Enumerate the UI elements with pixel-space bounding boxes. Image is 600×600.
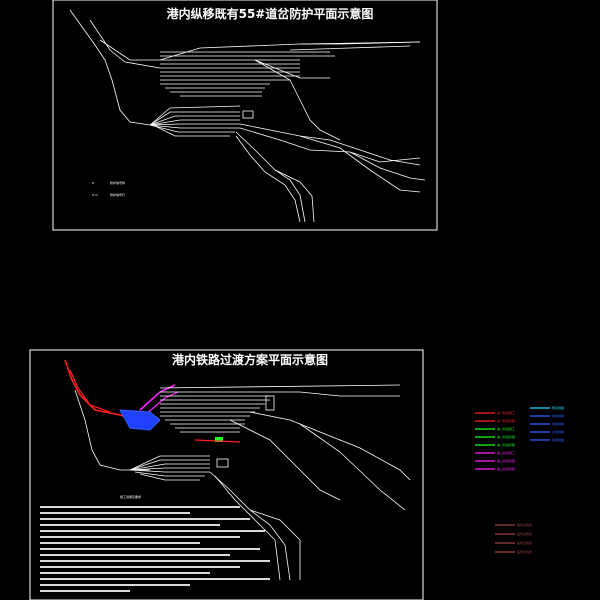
- note-line-9: [40, 554, 230, 556]
- top-legend: H 防护信号牌 H-O 防护信号灯: [92, 180, 125, 197]
- legend-label: 第二阶段封锁: [497, 434, 515, 439]
- top-drawing-frame: [52, 0, 438, 231]
- note-line-13: [40, 578, 270, 580]
- top-legend-symbol-2: H-O: [92, 193, 98, 197]
- middle-yard: [149, 105, 254, 137]
- legend-label: 拆除线路: [552, 421, 564, 426]
- green-stage2-marker: [215, 437, 223, 442]
- note-line-7: [40, 542, 200, 544]
- bottom-upper-yard: [159, 384, 401, 433]
- bottom-middle-yard: [129, 455, 229, 481]
- bottom-drawing-frame: [29, 349, 424, 600]
- blue-work-area: [119, 409, 161, 431]
- legend-label: 过渡线路: [552, 429, 564, 434]
- bottom-drawing-title: 港内铁路过渡方案平面示意图: [172, 352, 328, 367]
- legend-label: 既有线路: [552, 405, 564, 410]
- top-drawing: 港内纵移既有55#道岔防护平面示意图: [52, 0, 438, 231]
- legend-label: 临时过渡线: [517, 522, 532, 527]
- legend-label: 第一阶段施工: [497, 410, 515, 415]
- legend-label: 第二阶段拆除: [497, 442, 515, 447]
- track-left-approach: [69, 9, 151, 126]
- legend-label: 第一阶段封锁: [497, 418, 515, 423]
- note-line-11: [40, 566, 240, 568]
- red-line-yard: [194, 439, 241, 443]
- bottom-left-approach: [74, 389, 150, 471]
- right-lower-tracks: [235, 59, 426, 223]
- legend-label: 临时过渡线: [517, 549, 532, 554]
- magenta-stage3-line-2: [144, 391, 179, 416]
- note-line-6: [40, 536, 240, 538]
- note-line-10: [40, 560, 270, 562]
- bottom-right-tracks: [209, 411, 411, 581]
- note-line-4: [40, 524, 220, 526]
- note-line-8: [40, 548, 260, 550]
- top-drawing-title: 港内纵移既有55#道岔防护平面示意图: [167, 6, 374, 21]
- legend-label: 第三阶段封锁: [497, 458, 515, 463]
- top-legend-label-2: 防护信号灯: [110, 192, 125, 197]
- red-stage1-line: [64, 359, 131, 419]
- notes-heading: 施工说明及要求: [120, 494, 141, 499]
- color-legend-panel: 第一阶段施工第一阶段封锁第二阶段施工第二阶段封锁第二阶段拆除第三阶段施工第三阶段…: [475, 405, 564, 554]
- upper-yard: [160, 41, 421, 97]
- note-line-15: [40, 590, 130, 592]
- top-legend-label-1: 防护信号牌: [110, 180, 125, 185]
- note-line-5: [40, 530, 265, 532]
- note-line-1: [40, 506, 240, 508]
- construction-notes: 施工说明及要求: [40, 494, 270, 592]
- legend-label: 临时过渡线: [517, 540, 532, 545]
- red-stage1-line-2: [69, 369, 111, 413]
- legend-label: 第三阶段施工: [497, 450, 515, 455]
- track-left-branch: [89, 19, 161, 69]
- legend-label: 第三阶段拆除: [497, 466, 515, 471]
- magenta-stage3-line: [139, 384, 176, 411]
- note-line-12: [40, 572, 210, 574]
- legend-label: 第二阶段施工: [497, 426, 515, 431]
- top-legend-symbol-1: H: [92, 181, 94, 185]
- note-line-3: [40, 518, 250, 520]
- note-line-2: [40, 512, 190, 514]
- note-line-14: [40, 584, 190, 586]
- legend-label: 封锁线路: [552, 437, 564, 442]
- legend-label: 临时过渡线: [517, 531, 532, 536]
- legend-label: 新建线路: [552, 413, 564, 418]
- bottom-drawing: 港内铁路过渡方案平面示意图: [29, 349, 424, 600]
